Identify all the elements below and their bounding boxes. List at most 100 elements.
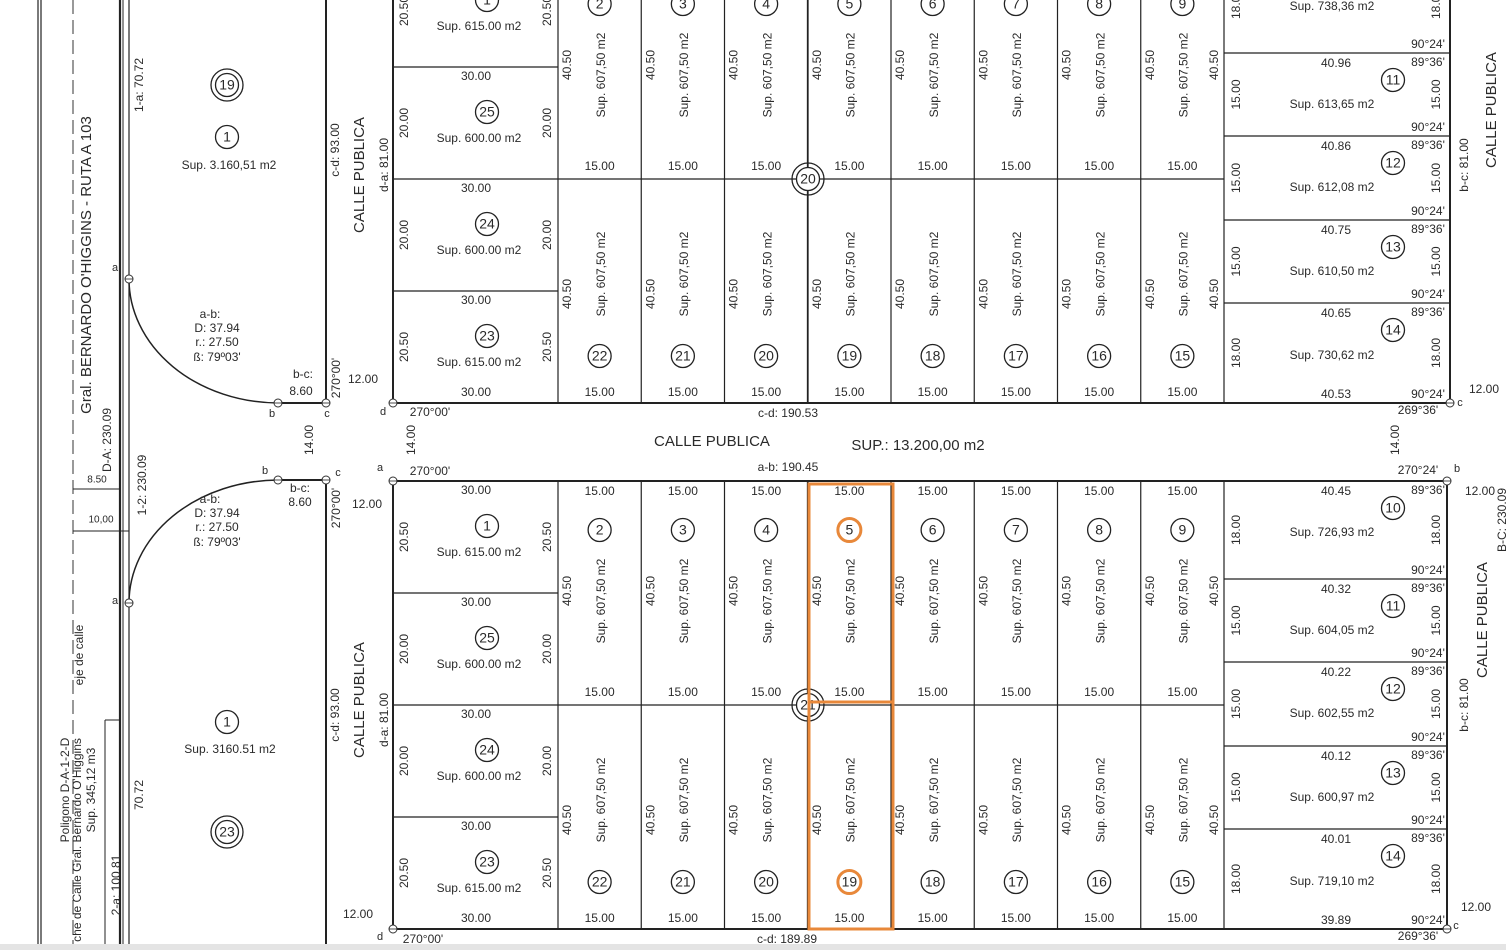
lot-number-circle: [1380, 760, 1406, 786]
dimension-label: 40.50: [976, 576, 990, 606]
dimension-label: a-b:: [200, 307, 221, 321]
lot-number-circle: [753, 869, 779, 895]
dimension-label: 15.00: [1084, 385, 1114, 399]
dimension-label: 40.50: [810, 805, 824, 835]
dimension-label: c: [1453, 920, 1459, 932]
lot-number: 19: [842, 874, 858, 890]
dimension-label: 90°24': [1411, 37, 1445, 51]
dimension-label: 30.00: [461, 69, 491, 83]
dimension-label: 30.00: [461, 595, 491, 609]
dimension-label: 15.00: [918, 484, 948, 498]
dimension-label: b: [1454, 463, 1460, 475]
dimension-label: 15.00: [668, 385, 698, 399]
dimension-label: 270°00': [410, 405, 450, 419]
road-name-label: Gral. BERNARDO O'HIGGINS - RUTA A 103: [78, 116, 95, 414]
lot-number: 6: [929, 0, 937, 12]
lot-number-circle: [1380, 67, 1406, 93]
dimension-label: 15.00: [918, 911, 948, 925]
lot-area-label: Sup. 607,50 m2: [594, 231, 608, 316]
dimension-label: 90°24': [1411, 120, 1445, 134]
dimension-label: 15.00: [918, 385, 948, 399]
dimension-label: 89°36': [1411, 305, 1445, 319]
lot-number: 2: [596, 0, 604, 12]
lot-number-circle: [920, 0, 945, 17]
lot-number: 13: [1385, 765, 1401, 781]
lot-number-circle: [1086, 869, 1112, 895]
dimension-label: 20.50: [540, 522, 554, 552]
dimension-label: 15.00: [1229, 246, 1243, 276]
dimension-label: 89°36': [1411, 138, 1445, 152]
street-name-label: CALLE PUBLICA: [1483, 52, 1500, 168]
lot-number: 12: [1385, 681, 1401, 697]
lot-area-label: Sup. 719,10 m2: [1290, 874, 1375, 888]
lot-number-circle: [1170, 869, 1195, 895]
lot-number-circle: [670, 0, 696, 17]
dimension-label: 39.89: [1321, 913, 1351, 927]
dimension-label: 40.65: [1321, 306, 1351, 320]
lot-area-label: Sup. 607,50 m2: [844, 231, 858, 316]
dimension-label: 15.00: [1167, 159, 1197, 173]
dimension-label: 40.50: [893, 576, 907, 606]
lot-number: 21: [675, 874, 691, 890]
lot-area-label: Sup. 607,50 m2: [1010, 558, 1024, 643]
lot-number: 10: [1385, 500, 1401, 516]
lot-number: 6: [929, 522, 937, 538]
dimension-label: 15.00: [834, 159, 864, 173]
dimension-label: 40.50: [810, 279, 824, 309]
street-name-label: CALLE PUBLICA: [654, 433, 770, 450]
lot-number: 13: [1385, 239, 1401, 255]
dimension-label: 40.50: [1207, 576, 1221, 606]
block-number: 20: [800, 171, 816, 187]
dimension-label: d: [377, 931, 383, 943]
dimension-label: 90°24': [1411, 730, 1445, 744]
dimension-label: 90°24': [1411, 287, 1445, 301]
dimension-label: 20.00: [397, 108, 411, 138]
dimension-label: 40.01: [1321, 832, 1351, 846]
lot-area-label: Sup. 607,50 m2: [844, 757, 858, 842]
dimension-label: 15.00: [834, 685, 864, 699]
lot-area-label: Sup. 602,55 m2: [1290, 706, 1375, 720]
dimension-label: 2-a: 100.81: [109, 854, 123, 915]
lot-number-circle: [474, 625, 500, 651]
dimension-label: 15.00: [1429, 689, 1443, 719]
lot-area-label: Sup. 607,50 m2: [677, 757, 691, 842]
block-number: 19: [219, 77, 235, 93]
dimension-label: 40.50: [560, 50, 574, 80]
dimension-label: 30.00: [461, 385, 491, 399]
dimension-label: 1-2: 230.09: [135, 454, 149, 515]
corner-arc: [128, 479, 279, 604]
dimension-label: 15.00: [1429, 163, 1443, 193]
lot-area-label: Sup. 607,50 m2: [1093, 757, 1107, 842]
lot-number-circle: [587, 869, 612, 895]
dimension-label: 15.00: [751, 911, 781, 925]
dimension-label: 18.00: [1229, 0, 1243, 19]
dimension-label: d-a: 81.00: [377, 693, 391, 747]
lot-number: 22: [592, 348, 608, 364]
dimension-label: 89°36': [1411, 748, 1445, 762]
lot-number: 3: [679, 0, 687, 12]
dimension-label: 40.50: [893, 805, 907, 835]
dimension-label: 40.50: [1143, 50, 1157, 80]
dimension-label: 40.96: [1321, 56, 1351, 70]
lot-number: 23: [479, 854, 495, 870]
lot-area-label: Sup. 612,08 m2: [1290, 180, 1375, 194]
lot-number-circle: [474, 99, 500, 125]
dimension-label: 15.00: [668, 159, 698, 173]
dimension-label: 89°36': [1411, 664, 1445, 678]
dimension-label: 89°36': [1411, 55, 1445, 69]
dimension-label: 15.00: [1001, 385, 1031, 399]
lot-number: 8: [1095, 0, 1103, 12]
lot-number-circle: [1170, 343, 1195, 369]
dimension-label: r.: 27.50: [195, 335, 239, 349]
lot-area-label: Sup. 600.00 m2: [437, 769, 522, 783]
lot-number: 14: [1385, 848, 1401, 864]
dimension-label: 270°00': [329, 488, 343, 528]
lot-number: 20: [758, 874, 774, 890]
lot-area-label: Sup. 607,50 m2: [1010, 231, 1024, 316]
dimension-label: 90°24': [1411, 563, 1445, 577]
street-name-label: CALLE PUBLICA: [1474, 562, 1491, 678]
lot-area-label: Sup. 607,50 m2: [677, 32, 691, 117]
dimension-label: a-b: 190.45: [758, 460, 819, 474]
dimension-label: 90°24': [1411, 204, 1445, 218]
dimension-label: 12.00: [352, 497, 382, 511]
